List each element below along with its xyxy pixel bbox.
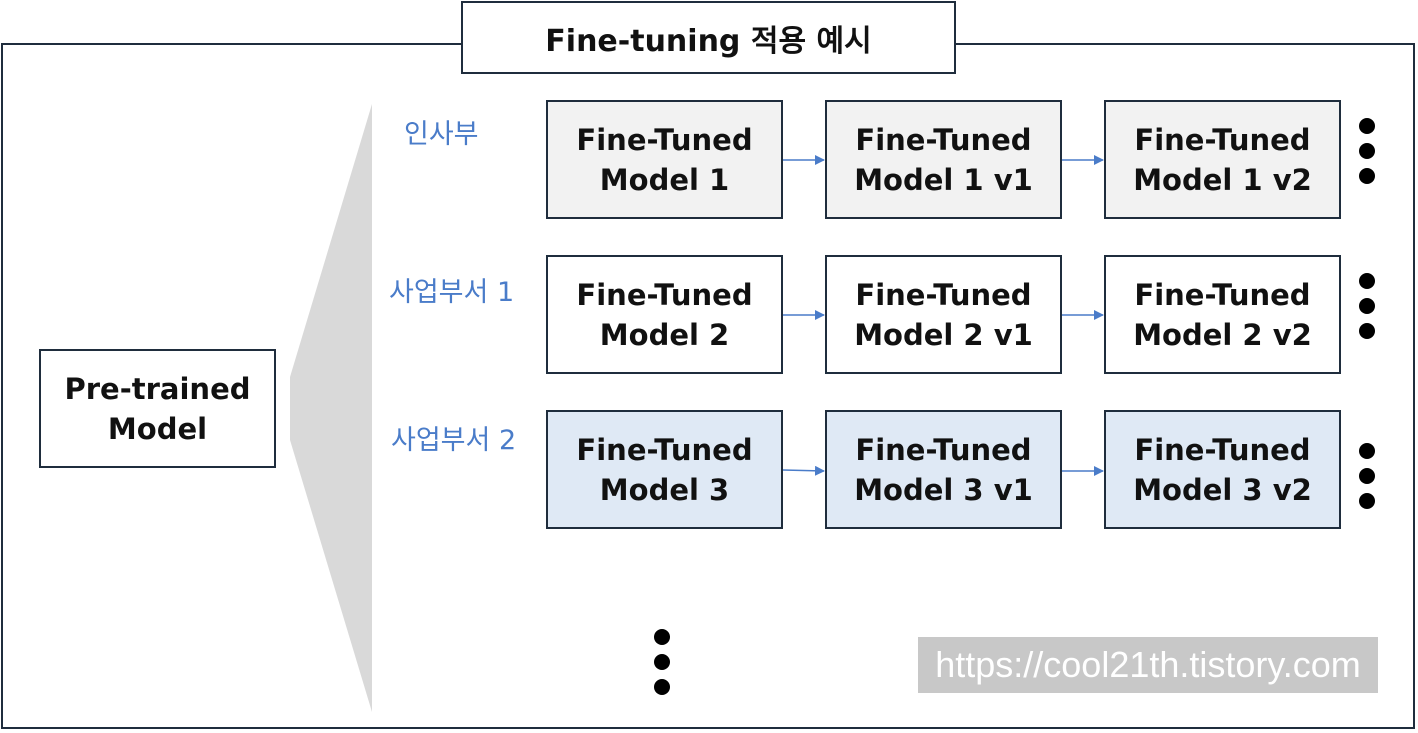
- model-box-3-v1: Fine-Tuned Model 3 v1: [825, 410, 1062, 529]
- dot: [1359, 443, 1375, 459]
- watermark-url: https://cool21th.tistory.com: [918, 637, 1378, 693]
- dot: [654, 679, 670, 695]
- dot: [1359, 323, 1375, 339]
- ellipsis-dots-row-1: [1359, 118, 1375, 193]
- ellipsis-dots-more-rows: [654, 629, 670, 704]
- dot: [1359, 168, 1375, 184]
- dot: [1359, 143, 1375, 159]
- dot: [1359, 273, 1375, 289]
- ellipsis-dots-row-3: [1359, 443, 1375, 518]
- dot: [1359, 118, 1375, 134]
- department-label-business-2: 사업부서 2: [391, 425, 517, 456]
- model-box-3: Fine-Tuned Model 3: [546, 410, 783, 529]
- ellipsis-dots-row-2: [1359, 273, 1375, 348]
- model-box-1-v1: Fine-Tuned Model 1 v1: [825, 100, 1062, 219]
- model-box-3-v2: Fine-Tuned Model 3 v2: [1104, 410, 1341, 529]
- dot: [1359, 493, 1375, 509]
- diagram-title: Fine-tuning 적용 예시: [461, 1, 956, 74]
- model-box-2-v2: Fine-Tuned Model 2 v2: [1104, 255, 1341, 374]
- arrow-3-to-3v1: [782, 465, 825, 476]
- model-box-2: Fine-Tuned Model 2: [546, 255, 783, 374]
- dot: [654, 654, 670, 670]
- model-box-1-v2: Fine-Tuned Model 1 v2: [1104, 100, 1341, 219]
- pretrained-model-box: Pre-trained Model: [39, 349, 276, 468]
- department-label-hr: 인사부: [404, 119, 479, 150]
- model-box-2-v1: Fine-Tuned Model 2 v1: [825, 255, 1062, 374]
- dot: [1359, 298, 1375, 314]
- department-label-business-1: 사업부서 1: [389, 277, 515, 308]
- dot: [1359, 468, 1375, 484]
- dot: [654, 629, 670, 645]
- model-box-1: Fine-Tuned Model 1: [546, 100, 783, 219]
